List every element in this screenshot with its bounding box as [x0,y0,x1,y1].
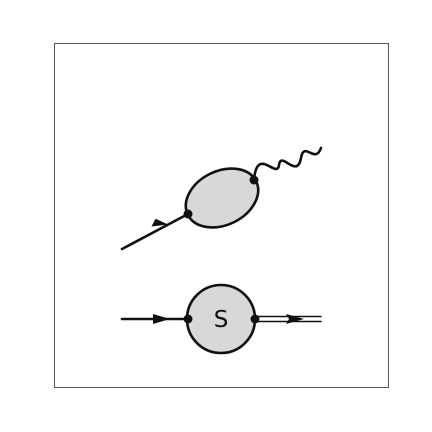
upper-incoming-arrowhead [151,218,168,227]
lower-vertex-in [183,314,193,324]
lower-diagram: S [120,283,322,355]
upper-diagram [120,146,323,251]
upper-incoming-line [120,212,190,251]
lower-incoming-arrowhead [153,314,170,324]
frame-border [54,43,389,388]
upper-vertex-out [249,175,259,185]
upper-wavy-line [252,146,323,182]
outgoing-arrowhead [286,314,304,324]
lower-vertex-out [250,314,260,324]
s-blob-label: S [214,307,229,333]
upper-vertex-in [183,209,193,219]
upper-blob [184,167,260,229]
